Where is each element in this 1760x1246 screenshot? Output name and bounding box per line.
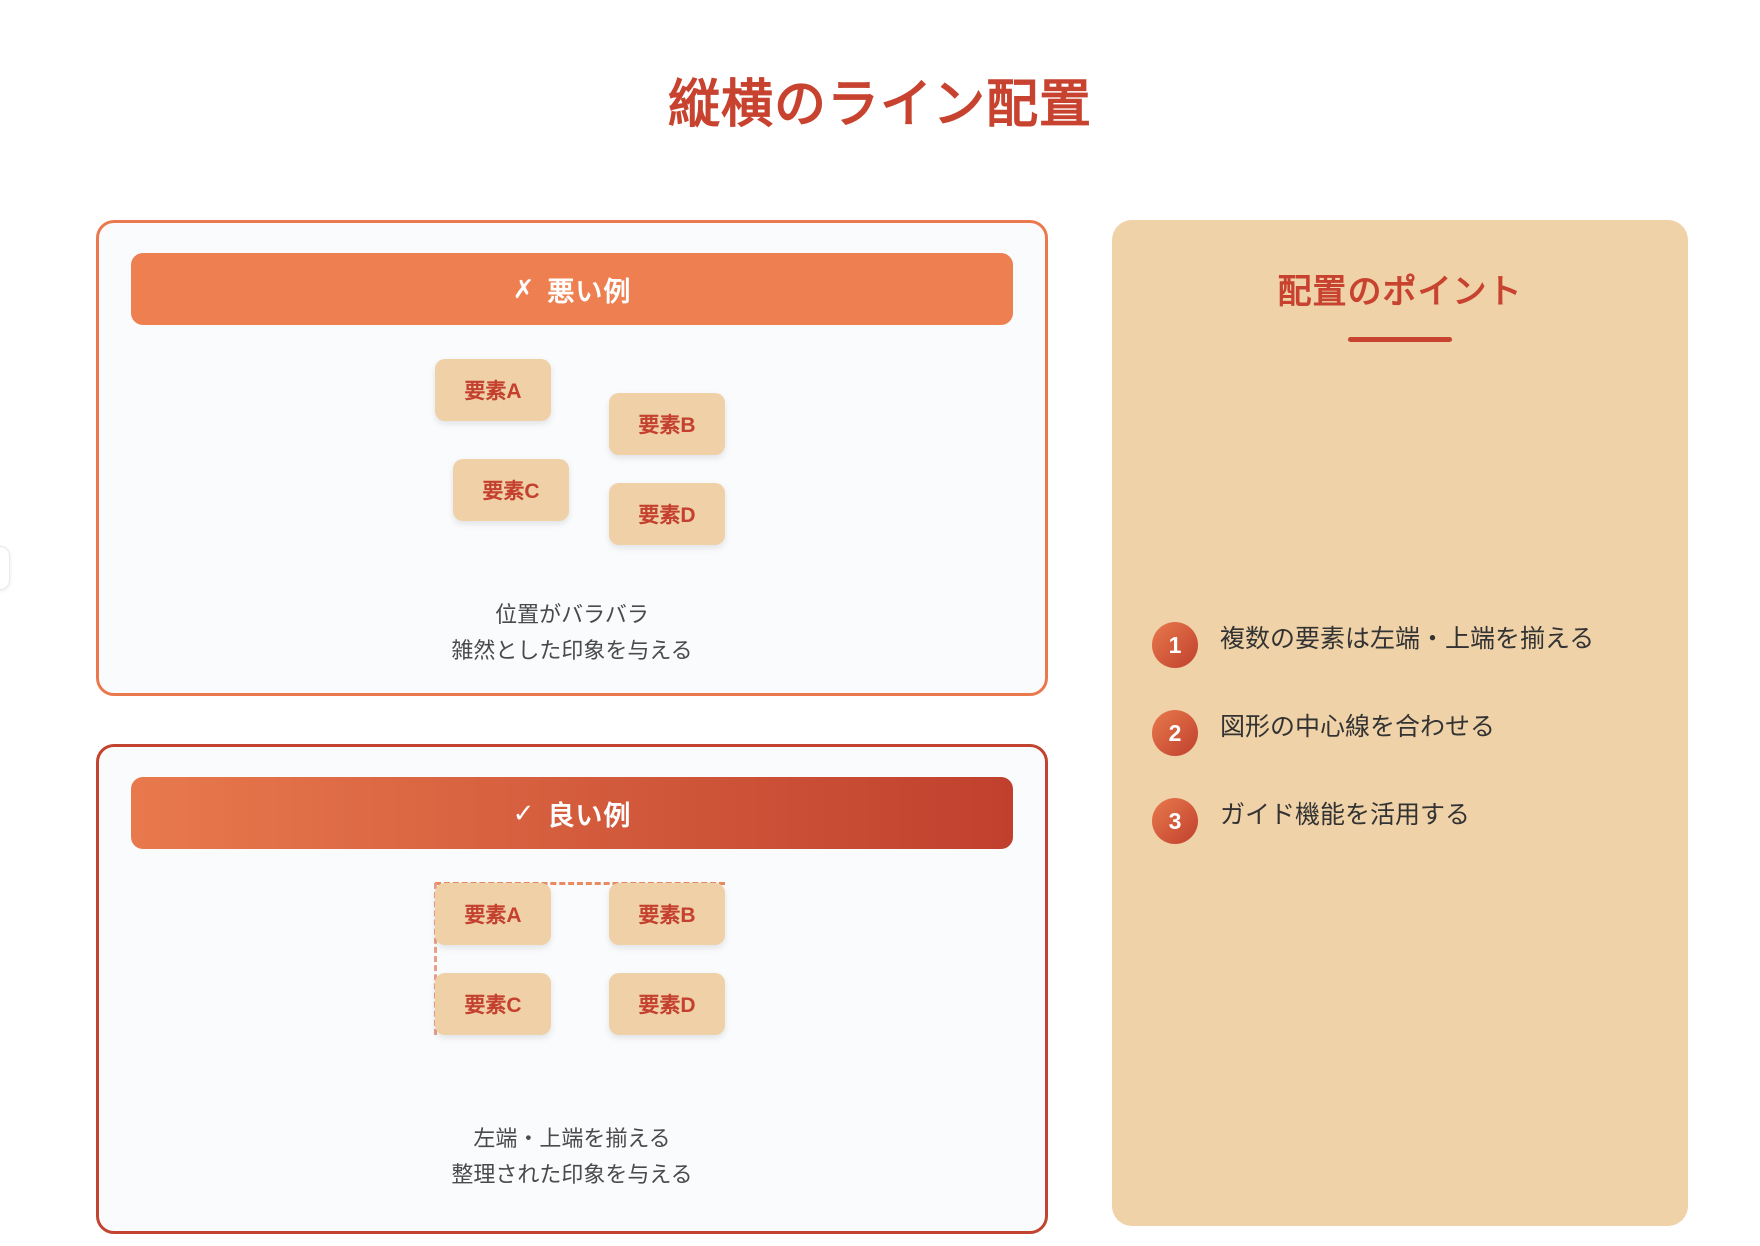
bad-example-header-label: 悪い例 xyxy=(547,276,632,307)
chip-element-c[interactable]: 要素C xyxy=(435,973,551,1035)
points-panel-title: 配置のポイント xyxy=(1277,273,1523,311)
examples-column: ✗ 悪い例 要素A 要素B 要素C 要素D 位置がバラバラ 雑然とした印象を与え… xyxy=(96,220,1048,1234)
point-number-badge: 2 xyxy=(1152,710,1198,756)
vertical-guide-line xyxy=(434,883,437,1035)
good-caption-line-2: 整理された印象を与える xyxy=(451,1161,693,1187)
bad-example-header: ✗ 悪い例 xyxy=(131,253,1013,325)
bad-example-caption: 位置がバラバラ 雑然とした印象を与える xyxy=(131,597,1013,668)
chip-element-a[interactable]: 要素A xyxy=(435,359,551,421)
bad-caption-line-2: 雑然とした印象を与える xyxy=(451,637,693,663)
points-title-underline xyxy=(1348,337,1452,342)
horizontal-guide-line xyxy=(435,882,725,885)
point-text: 図形の中心線を合わせる xyxy=(1220,713,1496,741)
good-example-stage: 要素A 要素B 要素C 要素D xyxy=(131,873,1013,1097)
good-example-card: ✓ 良い例 要素A 要素B 要素C 要素D 左端・上端を揃える 整理された印象を… xyxy=(96,744,1048,1234)
chip-element-a[interactable]: 要素A xyxy=(435,883,551,945)
point-text: 複数の要素は左端・上端を揃える xyxy=(1220,625,1595,653)
points-panel: 配置のポイント 1 複数の要素は左端・上端を揃える 2 図形の中心線を合わせる … xyxy=(1112,220,1688,1226)
good-example-caption: 左端・上端を揃える 整理された印象を与える xyxy=(131,1121,1013,1192)
chip-element-c[interactable]: 要素C xyxy=(453,459,569,521)
good-example-header: ✓ 良い例 xyxy=(131,777,1013,849)
bad-example-card: ✗ 悪い例 要素A 要素B 要素C 要素D 位置がバラバラ 雑然とした印象を与え… xyxy=(96,220,1048,696)
chip-element-d[interactable]: 要素D xyxy=(609,973,725,1035)
good-example-header-label: 良い例 xyxy=(547,800,632,831)
list-item: 2 図形の中心線を合わせる xyxy=(1152,708,1648,756)
point-text: ガイド機能を活用する xyxy=(1220,801,1471,829)
points-list: 1 複数の要素は左端・上端を揃える 2 図形の中心線を合わせる 3 ガイド機能を… xyxy=(1152,620,1648,884)
bad-example-stage: 要素A 要素B 要素C 要素D xyxy=(131,349,1013,573)
point-number-badge: 3 xyxy=(1152,798,1198,844)
page-title: 縦横のライン配置 xyxy=(667,76,1092,134)
list-item: 1 複数の要素は左端・上端を揃える xyxy=(1152,620,1648,668)
chip-element-b[interactable]: 要素B xyxy=(609,883,725,945)
offscreen-edge-artifact xyxy=(0,546,10,590)
chip-element-b[interactable]: 要素B xyxy=(609,393,725,455)
cross-icon: ✗ xyxy=(512,273,536,304)
bad-caption-line-1: 位置がバラバラ xyxy=(495,602,649,627)
good-caption-line-1: 左端・上端を揃える xyxy=(473,1126,671,1151)
point-number-badge: 1 xyxy=(1152,622,1198,668)
check-icon: ✓ xyxy=(512,797,536,828)
list-item: 3 ガイド機能を活用する xyxy=(1152,796,1648,844)
chip-element-d[interactable]: 要素D xyxy=(609,483,725,545)
